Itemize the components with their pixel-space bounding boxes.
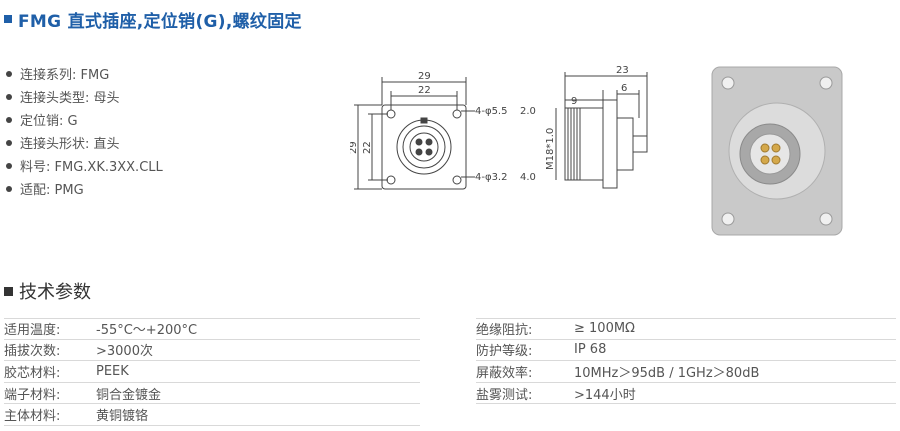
- render-insert: [749, 133, 791, 175]
- callout-label: 2.0: [520, 106, 536, 117]
- spec-list: 连接系列: FMG 连接头类型: 母头 定位销: G 连接头形状: 直头 料号:…: [6, 62, 163, 200]
- callout-label: 4-φ3.2: [475, 172, 507, 183]
- list-item: 料号: FMG.XK.3XX.CLL: [6, 154, 163, 177]
- connector-ring: [402, 125, 446, 169]
- title-square-icon: [4, 15, 12, 23]
- render-hole: [819, 212, 833, 226]
- mount-hole: [386, 109, 396, 119]
- page-title-row: FMG 直式插座,定位销(G),螺纹固定: [4, 8, 302, 32]
- list-item: 连接头形状: 直头: [6, 131, 163, 154]
- mount-hole: [452, 175, 462, 185]
- section-title: 技术参数: [19, 282, 91, 303]
- param-value: PEEK: [96, 363, 129, 379]
- side-rear: [616, 117, 634, 171]
- table-row: 主体材料: 黄铜镀铬: [4, 404, 420, 426]
- param-value: -55°C～+200°C: [96, 323, 198, 339]
- dim-label: 22: [418, 85, 431, 96]
- table-row: 防护等级: IP 68: [476, 340, 896, 362]
- callout-label: 4-φ5.5: [475, 106, 507, 117]
- params-table-left: 适用温度:-55°C～+200°C 插拔次数:>3000次 胶芯材料:PEEK …: [4, 318, 420, 426]
- table-row: 端子材料: 铜合金镀金: [4, 383, 420, 405]
- spec-text: 料号: FMG.XK.3XX.CLL: [20, 160, 163, 175]
- table-row: 盐雾测试: >144小时: [476, 383, 896, 405]
- pin-contact: [415, 148, 423, 156]
- param-label: 绝缘阻抗:: [476, 323, 533, 339]
- params-table-right: 绝缘阻抗: ≥ 100MΩ 防护等级: IP 68 屏蔽效率: 10MHz＞95dB …: [476, 318, 896, 405]
- param-label: 胶芯材料:: [4, 365, 61, 381]
- render-hole: [721, 212, 735, 226]
- spec-text: 适配: PMG: [20, 183, 84, 198]
- param-label: 适用温度:: [4, 323, 61, 339]
- param-label: 盐雾测试:: [476, 387, 533, 403]
- table-row: 插拔次数: >3000次: [4, 340, 420, 362]
- dim-label: 29: [418, 71, 431, 82]
- side-flange: [602, 99, 618, 189]
- pin-contact: [425, 148, 433, 156]
- spec-text: 连接头类型: 母头: [20, 91, 120, 106]
- connector-outer: [396, 119, 452, 175]
- mount-hole: [452, 109, 462, 119]
- callout-label: 4.0: [520, 172, 536, 183]
- dim-label: 22: [362, 141, 373, 154]
- param-value: 10MHz＞95dB / 1GHz＞80dB: [574, 365, 760, 381]
- bullet-icon: [6, 93, 12, 100]
- render-pin: [771, 143, 781, 153]
- list-item: 连接头类型: 母头: [6, 85, 163, 108]
- bullet-icon: [6, 162, 12, 169]
- mount-hole: [386, 175, 396, 185]
- param-value: ≥ 100MΩ: [574, 321, 635, 337]
- param-label: 主体材料:: [4, 409, 61, 425]
- bullet-icon: [6, 70, 12, 77]
- locating-key: [420, 117, 428, 124]
- bullet-icon: [6, 116, 12, 123]
- connector-insert: [409, 132, 439, 162]
- param-label: 插拔次数:: [4, 344, 61, 360]
- list-item: 连接系列: FMG: [6, 62, 163, 85]
- param-value: 黄铜镀铬: [96, 409, 149, 425]
- section-title-row: 技术参数: [4, 278, 91, 304]
- spec-text: 连接系列: FMG: [20, 68, 110, 83]
- table-row: 胶芯材料: PEEK: [4, 361, 420, 383]
- param-value: >144小时: [574, 387, 636, 403]
- section-square-icon: [4, 286, 13, 296]
- dim-label: 9: [571, 96, 577, 107]
- param-label: 端子材料:: [4, 387, 61, 403]
- param-value: >3000次: [96, 344, 153, 360]
- pin-contact: [415, 138, 423, 146]
- render-hole: [819, 76, 833, 90]
- dim-label: 6: [621, 83, 627, 94]
- list-item: 定位销: G: [6, 108, 163, 131]
- param-value: IP 68: [574, 342, 607, 358]
- pin-contact: [425, 138, 433, 146]
- front-flange: [381, 104, 467, 190]
- table-row: 适用温度: -55°C～+200°C: [4, 318, 420, 340]
- spec-text: 连接头形状: 直头: [20, 137, 120, 152]
- render-pin: [771, 155, 781, 165]
- render-pin: [760, 143, 770, 153]
- dim-label: M18*1.0: [545, 128, 556, 170]
- technical-drawing: 29 22 29 22 4-φ5.5 2.0 4-φ3.2 4.0 23 9 6…: [350, 65, 843, 236]
- spec-text: 定位销: G: [20, 114, 78, 129]
- page-title: FMG 直式插座,定位销(G),螺纹固定: [18, 11, 302, 32]
- list-item: 适配: PMG: [6, 177, 163, 200]
- dim-label: 23: [616, 65, 629, 76]
- table-row: 屏蔽效率: 10MHz＞95dB / 1GHz＞80dB: [476, 361, 896, 383]
- param-label: 屏蔽效率:: [476, 365, 533, 381]
- side-pins: [632, 135, 648, 153]
- bullet-icon: [6, 139, 12, 146]
- table-row: 绝缘阻抗: ≥ 100MΩ: [476, 318, 896, 340]
- param-value: 铜合金镀金: [96, 387, 162, 403]
- render-pin: [760, 155, 770, 165]
- dim-label: 29: [350, 141, 359, 154]
- param-label: 防护等级:: [476, 344, 533, 360]
- bullet-icon: [6, 185, 12, 192]
- render-hole: [721, 76, 735, 90]
